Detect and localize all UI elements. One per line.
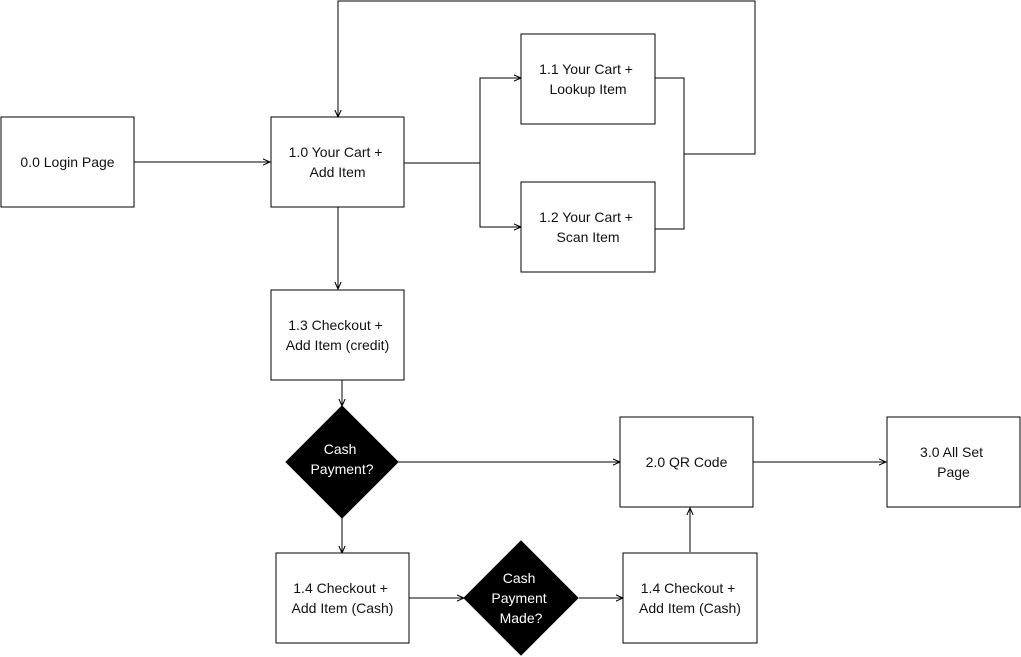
label-line: Made? <box>500 610 543 626</box>
decision-cash-payment: Cash Payment? <box>285 405 399 519</box>
label-line: 2.0 QR Code <box>646 454 728 470</box>
node-your-cart-add-item: 1.0 Your Cart + Add Item <box>270 116 405 208</box>
node-login-page: 0.0 Login Page <box>0 116 135 208</box>
node-label: 0.0 Login Page <box>20 154 114 170</box>
label-line: Payment <box>491 590 546 606</box>
label-line: Add Item (Cash) <box>292 600 394 616</box>
edge-scan-merge <box>655 154 685 230</box>
label-line: Add Item <box>309 164 365 180</box>
decision-label: Cash Payment Made? <box>491 570 550 626</box>
edge-cart-to-lookup <box>479 78 521 163</box>
decision-cash-payment-made: Cash Payment Made? <box>463 540 579 656</box>
edge-loop-back-to-cart <box>338 0 756 155</box>
label-line: Add Item (credit) <box>286 337 389 353</box>
label-line: Add Item (Cash) <box>639 600 741 616</box>
label-line: 1.4 Checkout + <box>641 580 736 596</box>
node-label: 1.4 Checkout + Add Item (Cash) <box>639 580 741 616</box>
node-label: 1.1 Your Cart + Lookup Item <box>539 61 637 97</box>
label-line: 1.4 Checkout + <box>293 580 388 596</box>
decision-label: Cash Payment? <box>310 441 373 477</box>
node-your-cart-lookup-item: 1.1 Your Cart + Lookup Item <box>520 33 656 125</box>
node-checkout-add-item-cash-left: 1.4 Checkout + Add Item (Cash) <box>275 552 410 644</box>
node-label: 1.2 Your Cart + Scan Item <box>539 209 637 245</box>
node-all-set-page: 3.0 All Set Page <box>886 416 1021 508</box>
node-label: 1.4 Checkout + Add Item (Cash) <box>292 580 394 616</box>
node-label: 3.0 All Set Page <box>920 444 987 480</box>
label-line: 3.0 All Set <box>920 444 983 460</box>
label-line: 0.0 Login Page <box>20 154 114 170</box>
node-label: 1.0 Your Cart + Add Item <box>289 144 387 180</box>
node-checkout-add-item-credit: 1.3 Checkout + Add Item (credit) <box>270 289 405 381</box>
label-line: Cash <box>324 441 357 457</box>
label-line: 1.1 Your Cart + <box>539 61 633 77</box>
node-label: 1.3 Checkout + Add Item (credit) <box>286 317 389 353</box>
label-line: Payment? <box>310 461 373 477</box>
node-checkout-add-item-cash-right: 1.4 Checkout + Add Item (Cash) <box>622 552 758 644</box>
label-line: Page <box>937 464 970 480</box>
edge-lookup-merge <box>655 77 685 154</box>
edges <box>134 0 886 598</box>
node-qr-code: 2.0 QR Code <box>619 416 754 508</box>
label-line: Lookup Item <box>549 81 626 97</box>
node-your-cart-scan-item: 1.2 Your Cart + Scan Item <box>520 181 656 273</box>
label-line: Scan Item <box>556 229 619 245</box>
node-label: 2.0 QR Code <box>646 454 728 470</box>
label-line: 1.0 Your Cart + <box>289 144 383 160</box>
label-line: Cash <box>503 570 536 586</box>
label-line: 1.2 Your Cart + <box>539 209 633 225</box>
edge-cart-to-scan <box>479 163 521 227</box>
label-line: 1.3 Checkout + <box>288 317 383 333</box>
